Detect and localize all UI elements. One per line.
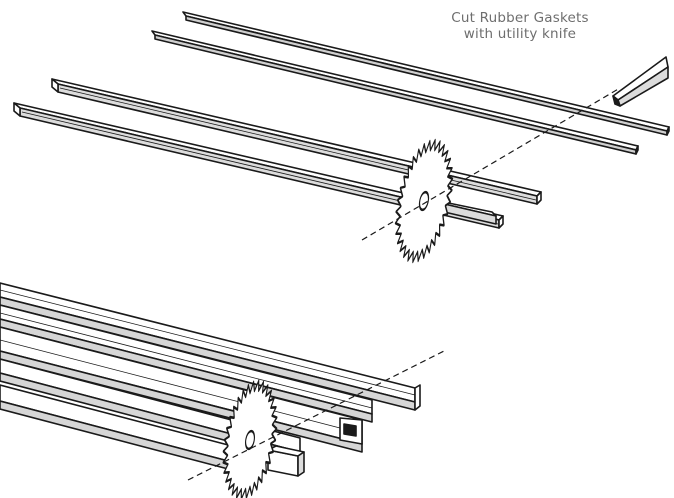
rubber-gasket-top <box>182 11 670 136</box>
lower-offcut <box>267 445 305 477</box>
cut-guide-lines <box>187 87 621 481</box>
utility-knife-icon <box>612 56 669 107</box>
cut-rubber-gaskets-note: Cut Rubber Gaskets with utility knife <box>395 10 645 42</box>
upper-rail-front <box>13 102 504 229</box>
note-line-2: with utility knife <box>463 26 577 42</box>
circular-saw-blade-icon <box>222 379 278 498</box>
circular-saw-blade-icon <box>394 138 454 264</box>
rubber-gasket-second <box>151 30 639 155</box>
upper-rail-back <box>51 78 542 205</box>
note-line-1: Cut Rubber Gaskets <box>451 10 589 26</box>
lower-rail-bundle <box>0 282 421 471</box>
